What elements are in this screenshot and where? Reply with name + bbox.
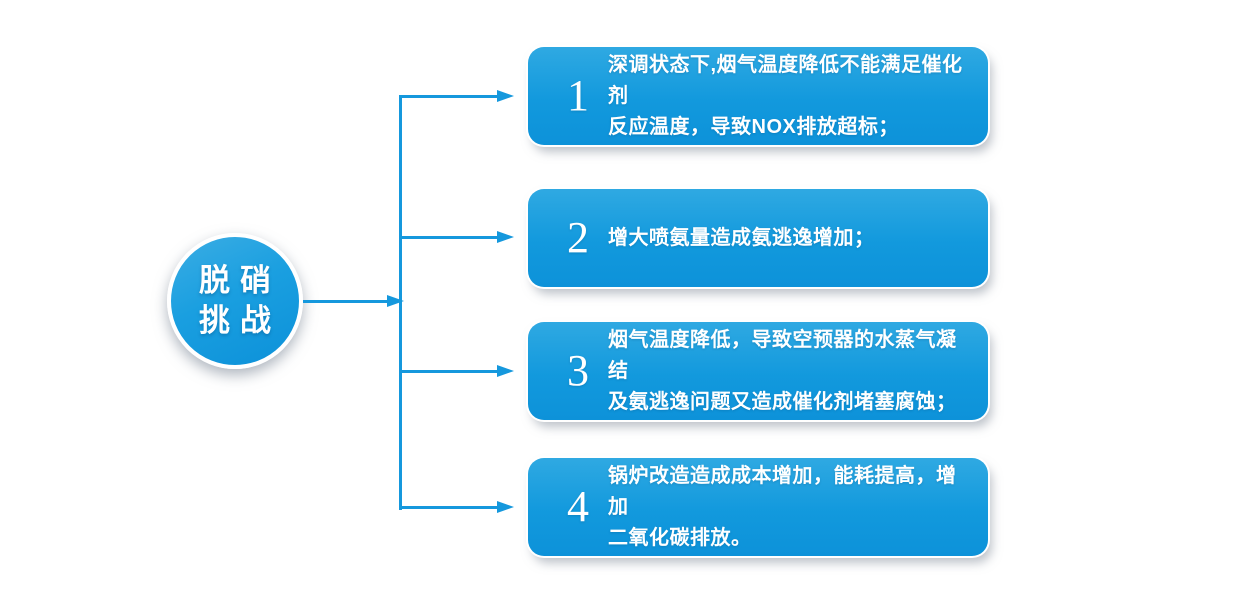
connector-hub-line [303, 300, 391, 303]
connector-branch-3-arrowhead-icon [497, 365, 514, 377]
connector-branch-2-line [399, 236, 499, 239]
challenge-text: 烟气温度降低，导致空预器的水蒸气凝结 及氨逃逸问题又造成催化剂堵塞腐蚀； [608, 325, 964, 418]
hub-label-line1: 脱硝 [199, 263, 281, 298]
challenge-text: 深调状态下,烟气温度降低不能满足催化剂 反应温度，导致NOX排放超标； [608, 50, 964, 143]
challenge-text-line1: 深调状态下,烟气温度降低不能满足催化剂 [608, 53, 963, 107]
connector-branch-4-arrowhead-icon [497, 501, 514, 513]
challenge-number: 2 [567, 213, 589, 262]
challenge-box-2: 2 增大喷氨量造成氨逃逸增加； [528, 189, 988, 287]
challenge-text-line1: 增大喷氨量造成氨逃逸增加； [608, 226, 875, 249]
challenge-text: 锅炉改造造成成本增加，能耗提高，增加 二氧化碳排放。 [608, 461, 964, 554]
challenge-number: 4 [567, 482, 589, 531]
connector-branch-3-line [399, 370, 499, 373]
challenge-box-3: 3 烟气温度降低，导致空预器的水蒸气凝结 及氨逃逸问题又造成催化剂堵塞腐蚀； [528, 322, 988, 420]
challenge-text-line1: 烟气温度降低，导致空预器的水蒸气凝结 [608, 328, 957, 382]
challenge-box-1: 1 深调状态下,烟气温度降低不能满足催化剂 反应温度，导致NOX排放超标； [528, 47, 988, 145]
connector-branch-1-arrowhead-icon [497, 90, 514, 102]
challenge-text: 增大喷氨量造成氨逃逸增加； [608, 223, 875, 254]
connector-trunk-line [399, 95, 402, 510]
challenge-text-line2: 反应温度，导致NOX排放超标； [608, 115, 899, 138]
challenge-text-line2: 二氧化碳排放。 [608, 526, 752, 549]
challenge-text-line1: 锅炉改造造成成本增加，能耗提高，增加 [608, 464, 957, 518]
connector-branch-4-line [399, 506, 499, 509]
hub-label-line2: 挑战 [199, 303, 281, 338]
challenge-text-line2: 及氨逃逸问题又造成催化剂堵塞腐蚀； [608, 390, 957, 413]
connector-branch-1-line [399, 95, 499, 98]
challenge-box-4: 4 锅炉改造造成成本增加，能耗提高，增加 二氧化碳排放。 [528, 458, 988, 556]
challenge-number: 3 [567, 346, 589, 395]
hub-circle: 脱硝 挑战 [167, 233, 303, 369]
challenge-number: 1 [567, 71, 589, 120]
connector-branch-2-arrowhead-icon [497, 231, 514, 243]
